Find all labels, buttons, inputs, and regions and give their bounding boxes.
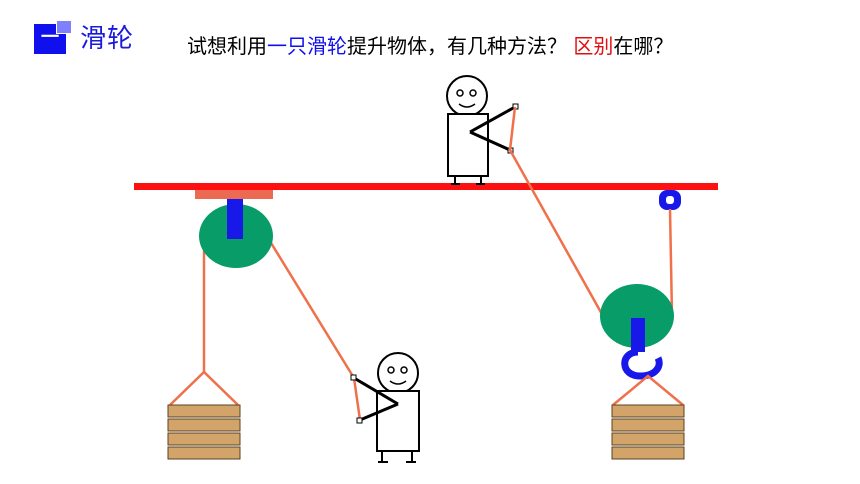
- right-crate: [611, 404, 685, 460]
- question-text: 试想利用一只滑轮提升物体，有几种方法？ 区别在哪？: [187, 30, 673, 59]
- movable-pulley-wheel: [600, 284, 674, 348]
- question-part-5: 在哪？: [613, 34, 674, 58]
- question-highlight-red: 区别: [573, 34, 614, 58]
- question-part-1: 试想利用: [187, 34, 267, 58]
- movable-pulley-hook: [621, 348, 663, 380]
- question-part-3: 提升物体，有几种方法？: [347, 34, 574, 58]
- person-ground: [350, 352, 420, 463]
- page-title: 滑轮: [80, 24, 135, 54]
- badge-label: 一: [41, 27, 59, 48]
- movable-pulley-rope-fixed: [668, 208, 674, 317]
- question-highlight-blue: 一只滑轮: [267, 34, 347, 58]
- fixed-pulley-axle: [227, 199, 243, 239]
- section-number-badge: 一: [34, 20, 72, 54]
- fixed-pulley-rope-right: [266, 237, 356, 379]
- left-crate: [167, 404, 241, 460]
- right-crate-sling: [612, 374, 684, 406]
- fixed-pulley-rope-right-2: [352, 377, 362, 421]
- person-on-beam: [446, 75, 519, 185]
- badge-corner: [56, 20, 72, 34]
- fixed-pulley-mount: [195, 190, 273, 199]
- movable-pulley-rope-pull: [508, 106, 605, 317]
- left-crate-sling: [169, 370, 239, 406]
- ceiling-beam: [134, 183, 718, 190]
- movable-pulley-axle: [631, 318, 645, 352]
